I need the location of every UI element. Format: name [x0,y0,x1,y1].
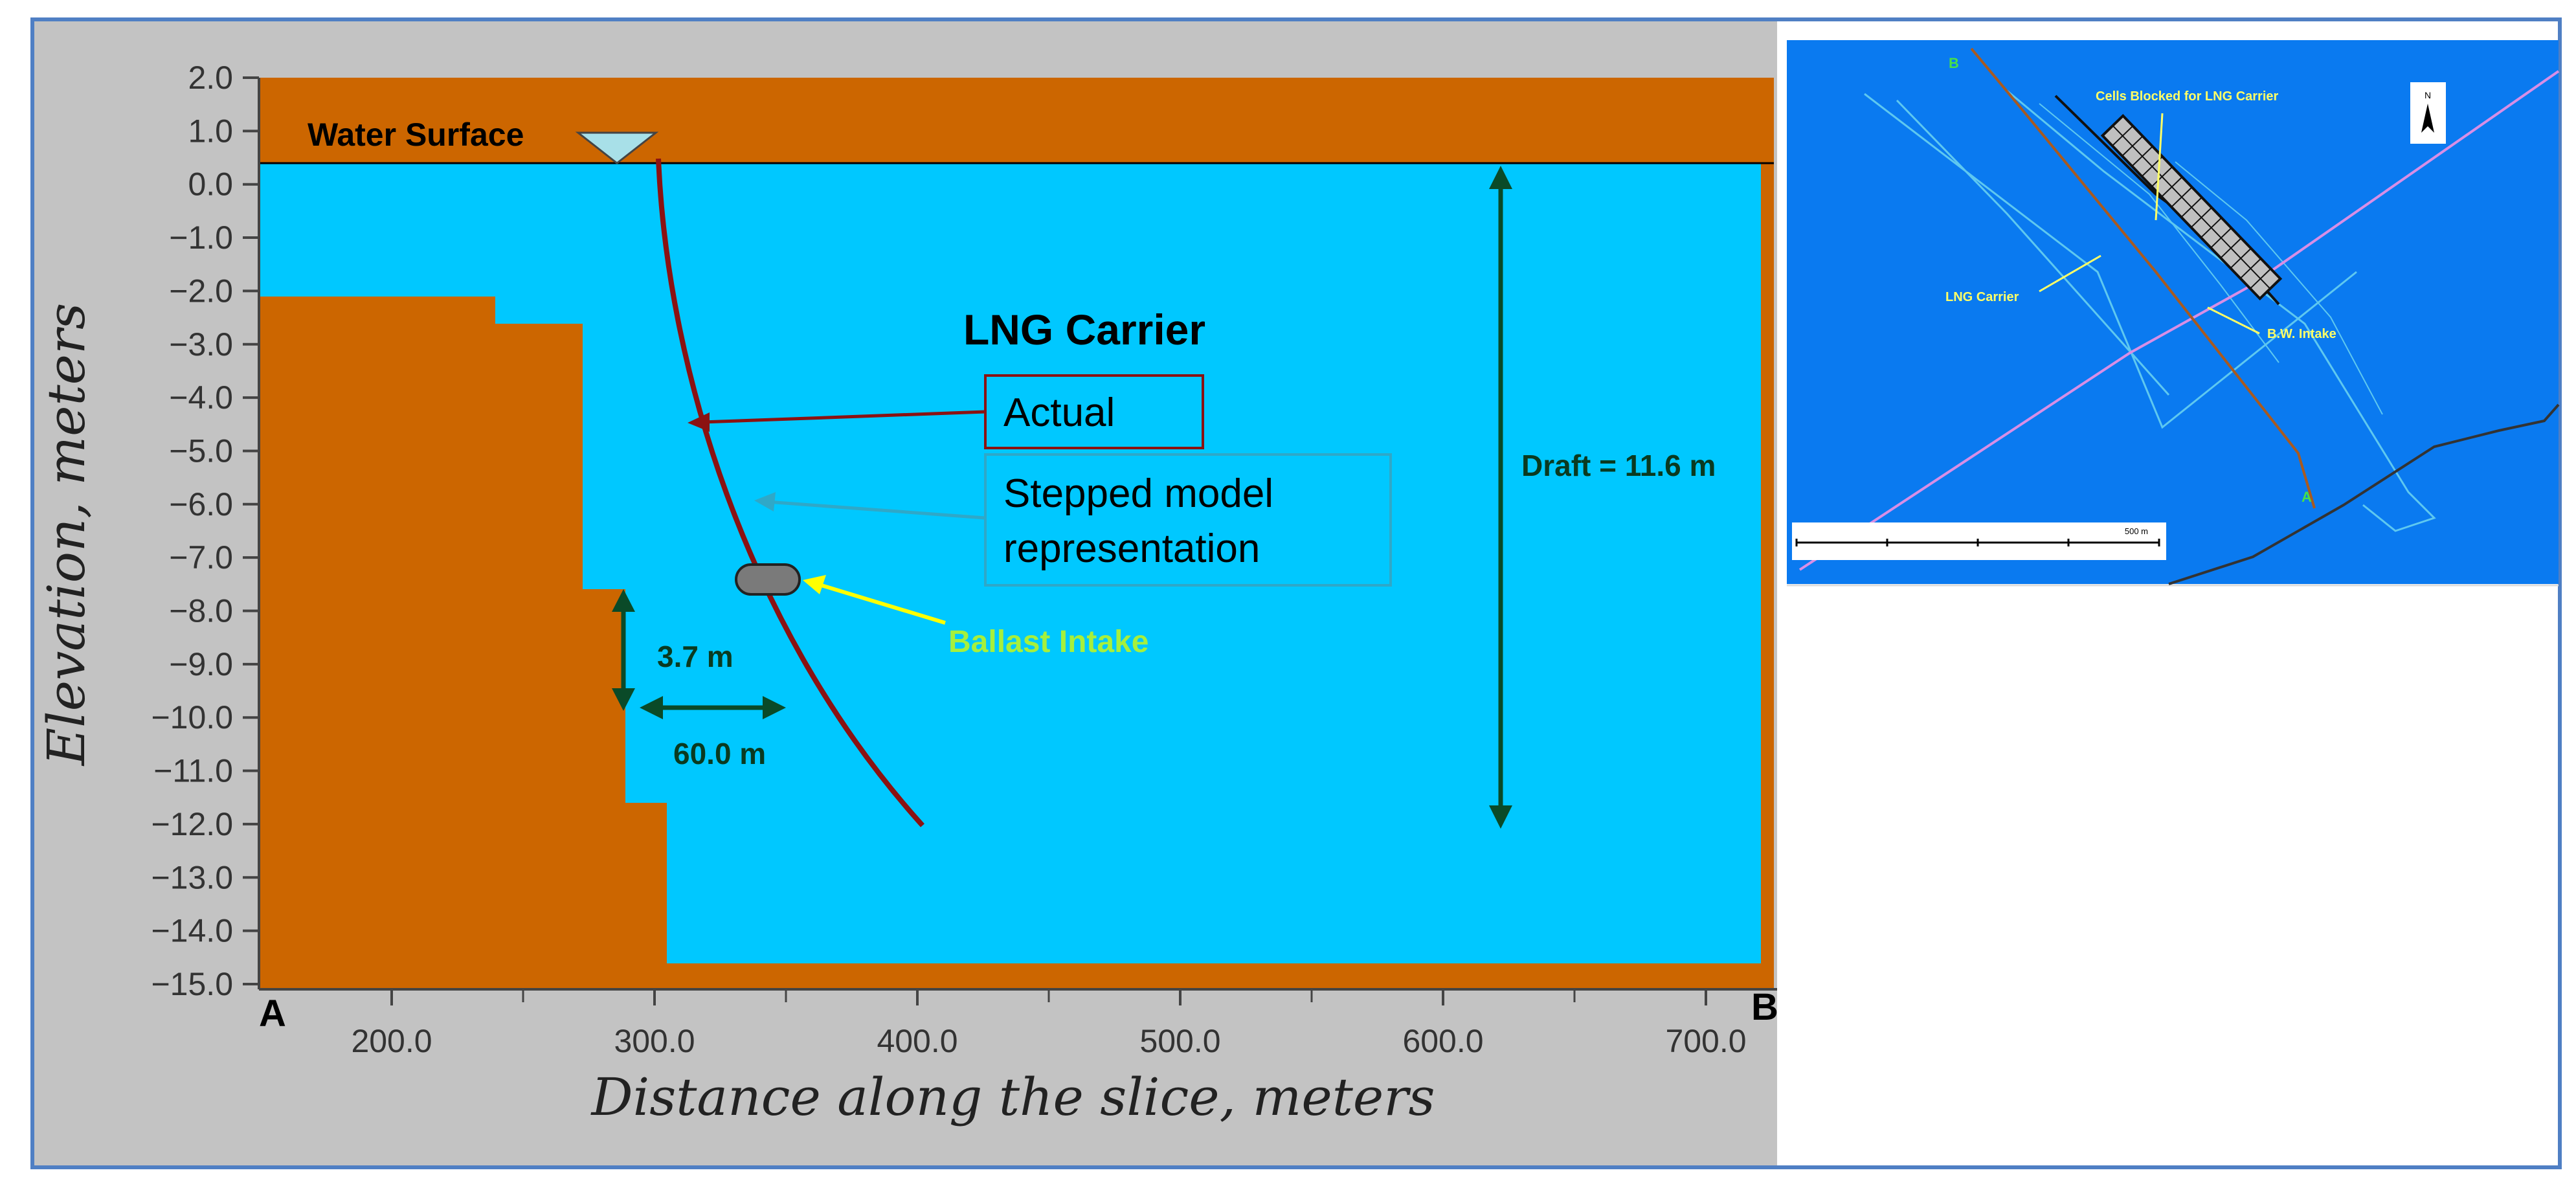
map-slice-line [1970,47,2316,509]
y-tick-label: −6.0 [169,486,233,522]
actual-label: Actual [1003,390,1115,435]
x-tick-label: 600.0 [1402,1023,1483,1059]
ship-cell-divider [2180,197,2202,218]
map-shoreline [2168,403,2560,585]
map-cells-blocked-label: Cells Blocked for LNG Carrier [2096,89,2279,104]
map-scale-box [1792,522,2166,560]
water-main [259,163,1761,963]
vertical-dimension-bottom [612,688,635,711]
ship-cell-divider [2230,247,2252,269]
x-axis-title: Distance along the slice, meters [590,1067,1435,1127]
ship-cell-divider [2220,238,2242,259]
y-tick-label: 2.0 [188,60,233,96]
map-channel-outline [1864,89,2436,532]
actual-arrow [702,410,986,424]
stepped-arrowhead [754,492,776,511]
ship-cell-divider [2210,227,2232,249]
map-channel-outline-2 [2039,103,2383,415]
map-scale-ticks [1795,539,2160,546]
draft-label: Draft = 11.6 m [1521,449,1716,482]
x-tick-label: 700.0 [1665,1023,1746,1059]
ballast-intake-shape [735,563,801,596]
ship-cell-divider [2112,125,2134,146]
stepped-label-line1: Stepped model [1003,471,1273,516]
map-pink-line [1798,70,2560,571]
ship-cell-divider [2239,258,2261,279]
draft-dimension-top [1489,166,1512,189]
y-tick-label: −3.0 [169,326,233,363]
y-tick-label: −7.0 [169,539,233,576]
y-tick-label: −2.0 [169,273,233,309]
ship-cell-divider [2131,146,2153,167]
y-tick-label: −13.0 [151,859,233,895]
ship-cell-divider [2161,176,2183,197]
y-tick-label: −11.0 [153,753,233,789]
vertical-dimension-label: 3.7 m [657,640,734,673]
stepped-label-line2: representation [1003,526,1260,571]
y-tick-label: −9.0 [169,646,233,682]
x-tick-label: 500.0 [1139,1023,1220,1059]
ballast-intake-label: Ballast Intake [948,625,1148,659]
lng-carrier-label: LNG Carrier [963,306,1205,354]
y-tick-label: −15.0 [151,966,233,1002]
y-tick-label: −12.0 [151,806,233,842]
cross-section-panel: Water Surface LNG Carrier Actual Stepped… [34,21,1778,1165]
stepped-arrow [767,500,986,520]
map-inset: B A Cells Blocked for LNG Carrier LNG Ca… [1787,40,2560,587]
y-tick-label: 1.0 [188,113,233,149]
y-axis-title: Elevation, meters [36,303,96,767]
map-lng-carrier-label: LNG Carrier [1945,290,2019,304]
y-tick-label: −14.0 [151,913,233,949]
water-surface-label: Water Surface [308,117,524,153]
y-tick-label: −5.0 [169,432,233,469]
horizontal-dimension-label: 60.0 m [673,737,766,770]
x-tick-label: 300.0 [614,1023,695,1059]
ship-cell-divider [2201,217,2223,238]
map-intake-arrow [2207,306,2260,335]
ballast-arrowhead [803,575,826,594]
map-label-a: A [2302,489,2312,505]
map-scale-label: 500 m [2125,526,2148,536]
y-tick-label: −10.0 [151,699,233,735]
north-arrow-icon [2421,104,2434,133]
draft-dimension-bottom [1489,805,1512,829]
horizontal-dimension-right [763,696,786,719]
y-axis-ticks: 2.0 1.0 0.0 −1.0 −2.0 −3.0 −4.0 −5.0 −6.0 −7.0 −8.… [151,60,259,1002]
map-bw-intake-label: B.W. Intake [2267,327,2336,341]
ballast-arrow [816,582,946,625]
x-axis-ticks: 200.0 300.0 400.0 500.0 600.0 700.0 [351,989,1747,1059]
x-tick-label: 400.0 [877,1023,958,1059]
ship-cell-divider [2122,135,2144,157]
endpoint-a-label: A [259,993,286,1035]
vertical-dimension-top [612,589,635,612]
map-north-label: N [2425,90,2431,100]
ship-cell-divider [2190,207,2212,228]
map-cells-arrow [2155,113,2164,221]
actual-hull-curve [656,158,924,827]
ship-cell-divider [2250,268,2272,289]
water-surface-marker [575,131,659,164]
y-tick-label: −4.0 [169,379,233,416]
ship-cell-divider [2151,166,2173,187]
endpoint-b-label: B [1751,986,1778,1028]
x-tick-label: 200.0 [351,1023,432,1059]
y-tick-label: 0.0 [188,166,233,203]
map-label-b: B [1949,55,1959,71]
ship-cell-divider [2171,186,2193,208]
y-tick-label: −8.0 [169,593,233,629]
map-carrier-arrow [2039,254,2101,293]
horizontal-dimension-left [640,696,663,719]
actual-arrowhead [688,412,710,432]
stepped-label-box [984,453,1392,587]
y-tick-label: −1.0 [169,219,233,256]
map-ship-cells [2100,114,2283,300]
